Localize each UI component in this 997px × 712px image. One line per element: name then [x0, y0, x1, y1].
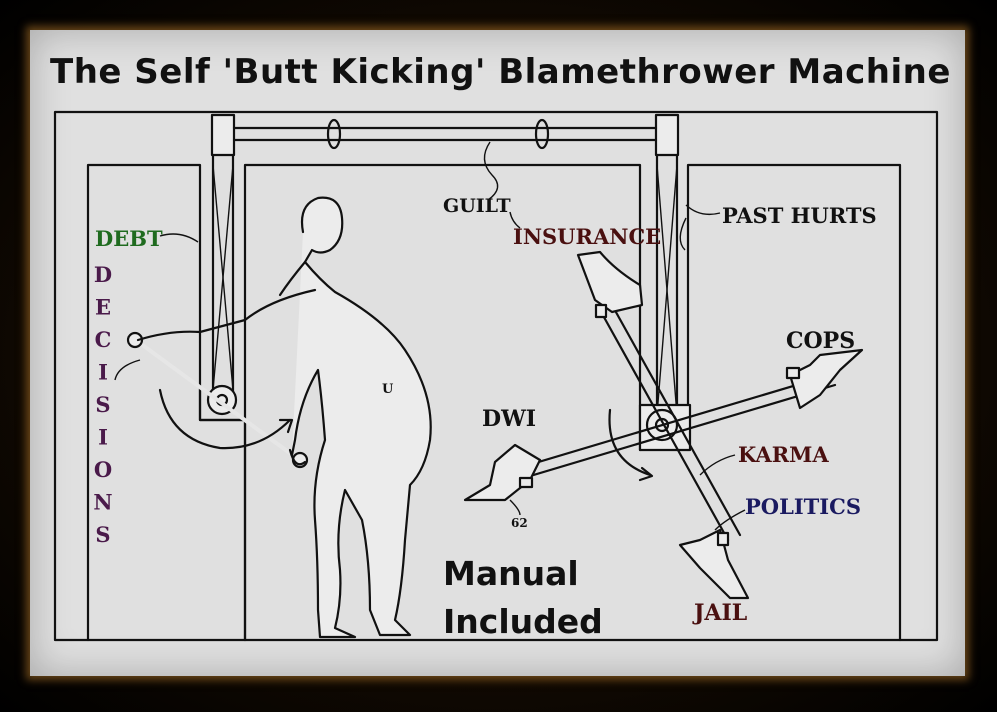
label-guilt: GUILT — [443, 195, 511, 217]
decisions-letter: N — [93, 490, 112, 515]
decisions-letter: S — [95, 522, 110, 547]
top-rail — [210, 113, 680, 201]
boot-cops — [785, 348, 864, 410]
label-jail: JAIL — [692, 600, 747, 626]
decisions-letter: I — [98, 425, 108, 450]
decisions-letter: D — [94, 262, 112, 287]
right-belt-drive — [608, 153, 692, 482]
machine-frame — [53, 110, 939, 642]
manual-line-1: Manual — [443, 554, 579, 593]
label-insurance: INSURANCE — [513, 224, 661, 249]
poster-panel — [30, 30, 965, 676]
label-debt: DEBT — [95, 226, 163, 251]
label-politics: POLITICS — [745, 494, 861, 519]
label-past-hurts: PAST HURTS — [722, 203, 877, 228]
left-belt-drive — [126, 153, 309, 469]
manual-line-2: Included — [443, 602, 603, 641]
decisions-letter: C — [95, 327, 112, 352]
decisions-letter: S — [95, 392, 110, 417]
decisions-letter: I — [98, 360, 108, 385]
boot-insurance — [576, 250, 644, 319]
decisions-letter: E — [95, 295, 111, 320]
poster-title: The Self 'Butt Kicking' Blamethrower Mac… — [50, 52, 951, 92]
boot-dwi — [463, 443, 542, 502]
decisions-letter: O — [94, 457, 112, 482]
ref-number-62: 62 — [511, 516, 528, 530]
label-karma: KARMA — [738, 442, 829, 467]
ref-letter-u: U — [382, 382, 394, 397]
boot-arms — [493, 303, 837, 542]
label-dwi: DWI — [482, 406, 536, 432]
boot-jail — [678, 528, 750, 600]
label-cops: COPS — [786, 328, 855, 354]
bent-figure — [136, 196, 432, 639]
leader-lines — [114, 204, 746, 531]
